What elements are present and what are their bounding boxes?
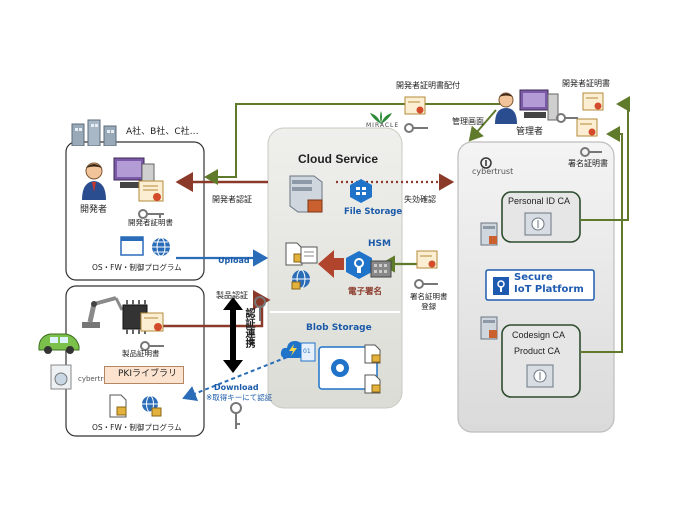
issue-key-icon xyxy=(404,118,430,137)
developer-person-icon xyxy=(80,162,108,204)
companies-label: A社、B社、C社… xyxy=(126,127,199,137)
blob-doc-icon: 01 xyxy=(300,342,316,366)
device-panel xyxy=(65,285,205,437)
signing-cert-right-label: 署名証明書 xyxy=(568,159,608,168)
signing-key-icon-mid xyxy=(414,274,440,293)
auth-link-label: 認証連携 xyxy=(243,308,254,348)
cybertrust-logo-icon xyxy=(480,154,492,173)
washing-machine-icon xyxy=(50,364,72,394)
product-cert-label: 製品証明書 xyxy=(122,349,160,358)
developer-label: 開発者 xyxy=(80,205,108,215)
signing-cert-icon-mid xyxy=(416,250,440,276)
product-auth-key-icon xyxy=(254,296,266,326)
dev-cert-right-icon xyxy=(582,92,606,118)
developer-key-icon xyxy=(138,204,166,223)
product-ca-label: Product CA xyxy=(514,346,561,356)
personal-id-ca-label: Personal ID CA xyxy=(508,196,571,206)
blob-container-icon xyxy=(318,346,378,394)
hsm-device-icon xyxy=(370,260,392,282)
server-icon xyxy=(286,172,326,220)
os-fw-program-top-label: OS・FW・制御プログラム xyxy=(92,263,182,272)
os-fw-program-bottom-label: OS・FW・制御プログラム xyxy=(92,423,182,432)
cloud-doc-icon xyxy=(300,246,318,268)
file-storage-icon xyxy=(348,178,374,208)
admin-computer-icon xyxy=(518,88,560,130)
dev-auth-label: 開発者認証 xyxy=(212,195,252,204)
admin-person-icon xyxy=(494,92,518,128)
cloud-service-title: Cloud Service xyxy=(298,152,379,166)
revocation-check-label: 失効確認 xyxy=(404,195,436,204)
download-key-icon xyxy=(230,402,242,434)
e-signature-label: 電子署名 xyxy=(348,287,383,297)
signing-cert-register-text: 署名証明書 登録 xyxy=(410,292,448,312)
right-key-icon-1 xyxy=(556,108,580,127)
dev-cert-label: 開発者証明書 xyxy=(128,218,173,227)
pki-library-box xyxy=(104,366,184,384)
product-certificate-icon xyxy=(140,312,166,340)
signing-cert-register-label: 署名証明書 登録 xyxy=(410,292,448,312)
pki-library-label: PKIライブラリ xyxy=(118,369,177,379)
codesign-ca-label: Codesign CA xyxy=(512,330,566,340)
administrator-label: 管理者 xyxy=(516,127,544,137)
miracle-logo-icon xyxy=(368,110,394,129)
personal-ca-server-icon xyxy=(480,222,500,250)
company-buildings-icon xyxy=(70,118,120,150)
signed-globe-icon xyxy=(140,394,162,422)
codesign-ca-server-icon xyxy=(480,316,500,344)
dev-cert-issue-label: 開発者証明書配付 xyxy=(396,81,460,90)
upload-label: Upload xyxy=(218,256,250,265)
developer-certificate-icon xyxy=(138,180,166,210)
cloud-globe-icon xyxy=(290,268,312,294)
hsm-label: HSM xyxy=(368,239,391,249)
codesign-ca-safe-icon xyxy=(526,364,554,392)
secure-platform-line2: IoT Platform xyxy=(514,284,584,295)
developer-computer-icon xyxy=(112,156,156,200)
robot-arm-icon xyxy=(78,290,128,334)
secure-platform-line1: Secure xyxy=(514,272,553,283)
hsm-icon xyxy=(344,250,374,284)
program-globe-icon xyxy=(150,236,172,262)
hsm-arrow-shape xyxy=(318,250,344,278)
product-auth-label: 製品認証 xyxy=(216,291,248,300)
cybertrust-small-label: cybertrust xyxy=(78,375,115,383)
product-key-icon xyxy=(140,336,166,355)
blob-cloud-icon xyxy=(280,338,306,364)
car-icon xyxy=(36,328,82,360)
download-note-label: ※取得キーにて認証 xyxy=(206,393,273,402)
issue-cert-icon xyxy=(404,96,428,122)
download-label: Download xyxy=(214,383,259,392)
blob-storage-label: Blob Storage xyxy=(306,323,372,333)
secure-platform-logo-icon xyxy=(492,276,510,300)
blob-file-lock-icon-1 xyxy=(364,344,382,368)
svg-text:01: 01 xyxy=(303,348,311,355)
personal-ca-safe-icon xyxy=(524,212,552,240)
management-screen-label: 管理画面 xyxy=(452,117,484,126)
right-key-icon-2 xyxy=(580,142,604,161)
signed-file-icon xyxy=(108,394,128,422)
program-window-icon xyxy=(120,236,144,260)
signing-cert-right-icon xyxy=(576,118,600,144)
codesign-ca-box xyxy=(501,324,581,398)
dev-cert-right-label: 開発者証明書 xyxy=(562,79,610,88)
blob-file-lock-icon-2 xyxy=(364,374,382,398)
secure-iot-platform-box xyxy=(485,269,595,301)
cybertrust-logo-label: cybertrust xyxy=(472,167,514,176)
miracle-logo-label: MIRACLE xyxy=(366,122,400,129)
file-storage-label: File Storage xyxy=(344,207,403,217)
